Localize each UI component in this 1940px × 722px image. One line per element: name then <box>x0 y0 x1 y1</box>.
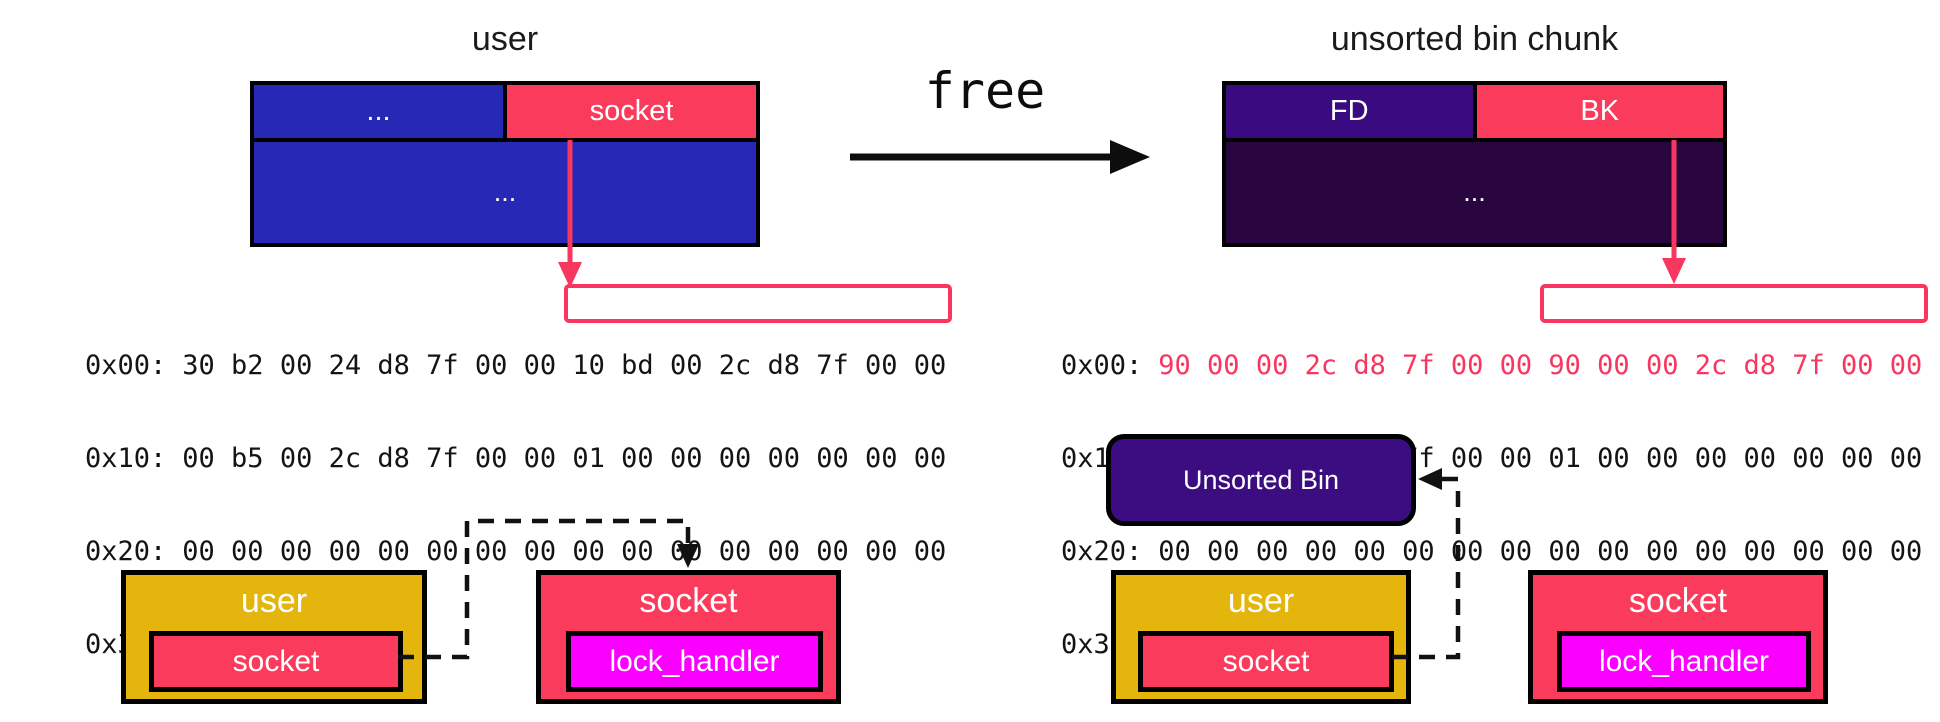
left-hex-highlight-box <box>564 284 952 323</box>
lock-handler-field: lock_handler <box>566 631 823 692</box>
unsorted-bin-label: Unsorted Bin <box>1182 464 1340 495</box>
left-chunk-header-cell-ellipsis: ... <box>254 85 507 138</box>
hex-row-label: 0x20: <box>85 536 167 567</box>
left-chunk-box: ... socket ... <box>250 81 760 247</box>
right-chunk-box: FD BK ... <box>1222 81 1727 247</box>
right-hex-highlight-box <box>1540 284 1928 323</box>
free-arrow-icon <box>850 140 1150 174</box>
hex-row-bytes: 00 b5 00 2c d8 7f 00 00 01 00 00 00 00 0… <box>182 443 947 474</box>
hex-row-bytes: 30 b2 00 24 d8 7f 00 00 10 bd 00 2c d8 7… <box>182 350 947 381</box>
struct-title: socket <box>639 582 738 620</box>
hex-row-bytes: 00 00 00 00 00 00 00 00 00 00 00 00 00 0… <box>182 536 947 567</box>
hex-row-label: 0x00: <box>1061 350 1143 381</box>
hex-row: 0x10: 00 b5 00 2c d8 7f 00 00 01 00 00 00… <box>85 443 946 474</box>
right-chunk-title: unsorted bin chunk <box>1330 20 1619 58</box>
right-user-struct-box: user socket <box>1111 570 1411 704</box>
hex-row-label: 0x10: <box>85 443 167 474</box>
lock-handler-field: lock_handler <box>1557 631 1811 692</box>
left-user-struct-box: user socket <box>121 570 427 704</box>
struct-title: user <box>1227 582 1295 620</box>
socket-field: socket <box>149 631 403 692</box>
hex-row-bytes: 00 00 00 00 00 00 00 00 00 00 00 00 00 0… <box>1158 536 1923 567</box>
hex-row: 0x20: 00 00 00 00 00 00 00 00 00 00 00 00… <box>85 536 946 567</box>
free-label: free <box>924 62 1046 120</box>
hex-row: 0x00: 30 b2 00 24 d8 7f 00 00 10 bd 00 2c… <box>85 350 946 381</box>
struct-title: socket <box>1628 582 1728 620</box>
hex-row-bytes: 90 00 00 2c d8 7f 00 00 90 00 00 2c d8 7… <box>1158 350 1923 381</box>
hex-row: 0x20: 00 00 00 00 00 00 00 00 00 00 00 00… <box>1061 536 1922 567</box>
right-chunk-header: FD BK <box>1226 85 1723 142</box>
left-chunk-body: ... <box>254 142 756 243</box>
hex-row: 0x00: 90 00 00 2c d8 7f 00 00 90 00 00 2c… <box>1061 350 1922 381</box>
left-chunk-header-cell-socket: socket <box>507 85 756 138</box>
struct-title: user <box>240 582 308 620</box>
socket-field: socket <box>1138 631 1394 692</box>
right-chunk-body: ... <box>1226 142 1723 243</box>
right-socket-struct-box: socket lock_handler <box>1528 570 1828 704</box>
right-chunk-header-cell-bk: BK <box>1476 85 1723 138</box>
left-chunk-title: user <box>471 20 539 58</box>
unsorted-bin-node: Unsorted Bin <box>1106 434 1416 526</box>
hex-row-label: 0x20: <box>1061 536 1143 567</box>
left-socket-struct-box: socket lock_handler <box>536 570 841 704</box>
right-chunk-header-cell-fd: FD <box>1226 85 1477 138</box>
left-chunk-header: ... socket <box>254 85 756 142</box>
hex-row-label: 0x00: <box>85 350 167 381</box>
